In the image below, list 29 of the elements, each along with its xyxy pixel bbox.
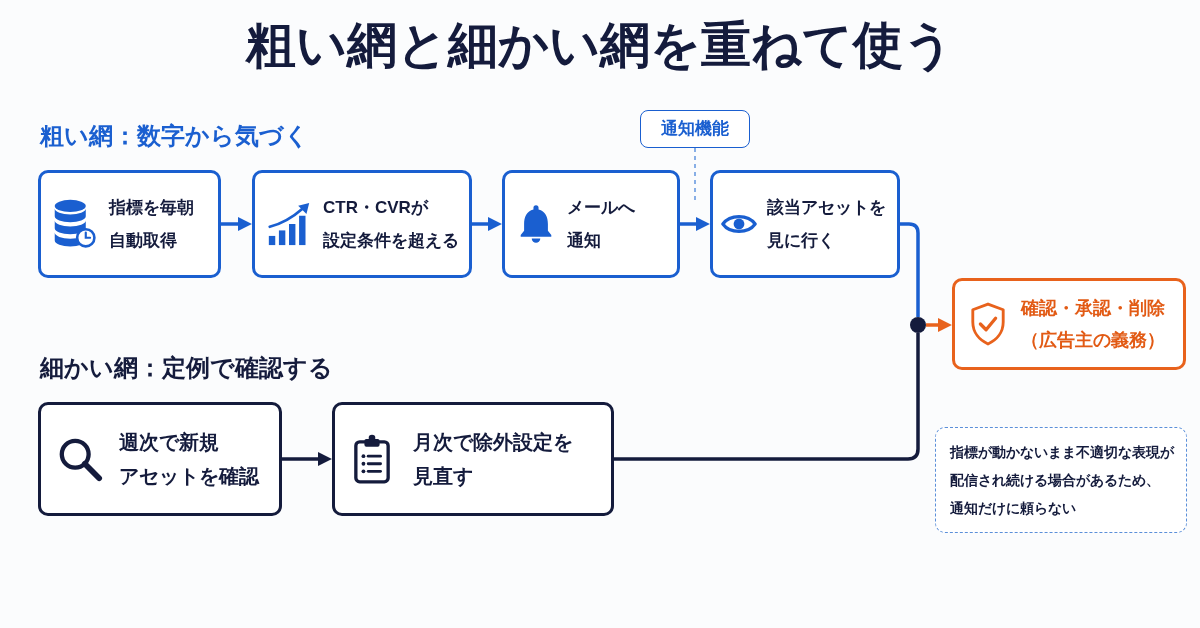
step-card xyxy=(332,402,614,516)
step-card xyxy=(710,170,900,278)
title: 粗い網と細かい網を重ねて使う xyxy=(246,16,954,75)
leader-line xyxy=(694,147,696,201)
arrow xyxy=(221,217,252,231)
callout-box xyxy=(640,110,750,148)
connector-line xyxy=(614,333,920,461)
result-text: 確認・承認・削除（広告主の義務） xyxy=(1021,297,1165,352)
arrow xyxy=(680,217,710,231)
step-text: 週次で新規アセットを確認 xyxy=(119,430,259,489)
arrow xyxy=(282,452,332,466)
step-text: 該当アセットを見に行く xyxy=(767,197,886,252)
result-card xyxy=(952,278,1186,370)
connector-line xyxy=(900,222,920,317)
step-text: 月次で除外設定を見直す xyxy=(413,430,573,489)
section-heading: 細かい網：定例で確認する xyxy=(40,353,333,383)
step-text: 指標を毎朝自動取得 xyxy=(109,197,194,252)
note-box xyxy=(935,427,1187,533)
step-card xyxy=(38,170,221,278)
step-card xyxy=(502,170,680,278)
step-card xyxy=(38,402,282,516)
step-text: メールへ通知 xyxy=(567,197,635,252)
arrow xyxy=(472,217,502,231)
arrow xyxy=(926,318,952,332)
callout-text: 通知機能 xyxy=(661,118,729,140)
note-text: 指標が動かないまま不適切な表現が配信され続ける場合があるため、通知だけに頼らない xyxy=(950,443,1174,518)
section-heading: 粗い網：数字から気づく xyxy=(40,121,309,151)
step-text: CTR・CVRが設定条件を超える xyxy=(323,197,459,252)
step-card xyxy=(252,170,472,278)
